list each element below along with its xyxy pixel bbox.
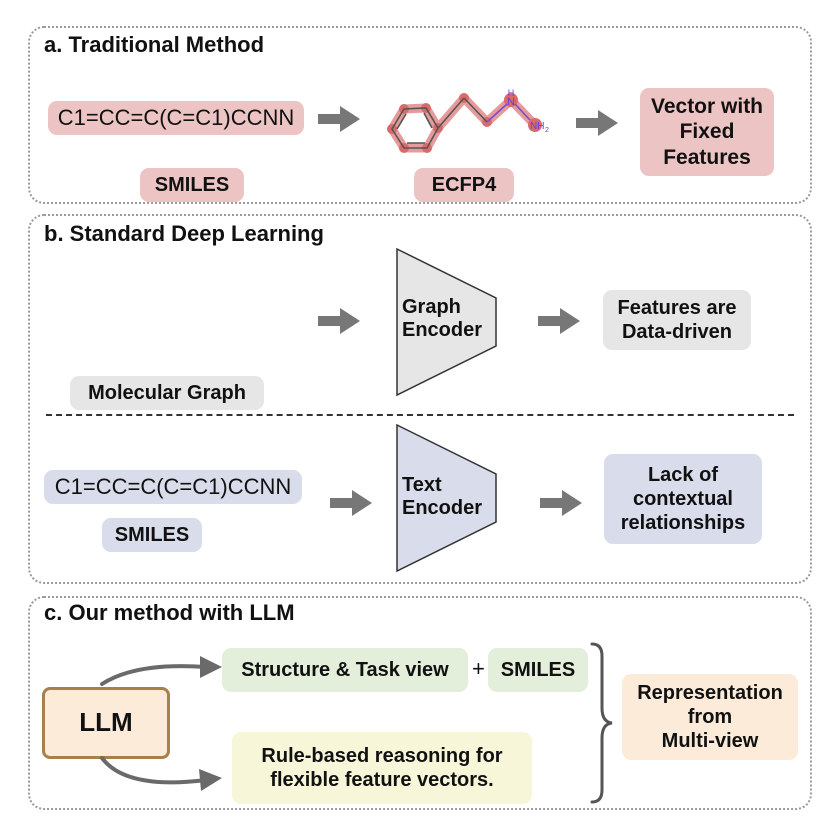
- data-driven-features-box: Features are Data-driven: [603, 290, 751, 350]
- representation-line-1: Representation: [637, 682, 783, 704]
- panel-c-title: c. Our method with LLM: [44, 600, 295, 625]
- ecfp4-molecule-icon: H N NH 2: [387, 88, 549, 153]
- llm-box: LLM: [42, 687, 170, 759]
- representation-line-3: Multi-view: [661, 730, 759, 752]
- graph-encoder-label: Graph Encoder: [402, 296, 482, 342]
- features-line-1: Features are: [617, 297, 737, 319]
- lack-line-2: contextual: [632, 488, 733, 510]
- arrow-smiles-to-text-encoder: [330, 490, 372, 516]
- rule-based-reasoning-box: Rule-based reasoning for flexible featur…: [232, 732, 532, 804]
- text-encoder-trapezoid: [396, 423, 497, 573]
- lack-line-1: Lack of: [647, 464, 718, 486]
- text-encoder-line-2: Encoder: [402, 497, 483, 519]
- fixed-vector-box: Vector with Fixed Features: [640, 88, 774, 176]
- panel-b-title: b. Standard Deep Learning: [44, 221, 324, 246]
- ecfp4-label: ECFP4: [414, 168, 514, 202]
- features-line-2: Data-driven: [621, 321, 733, 343]
- text-encoder-label: Text Encoder: [402, 474, 482, 520]
- smiles-string-box-b: C1=CC=C(C=C1)CCNN: [44, 470, 302, 504]
- graph-encoder-line-1: Graph: [402, 296, 461, 318]
- molecular-graph-label: Molecular Graph: [70, 376, 264, 410]
- arrow-text-encoder-to-output: [540, 490, 582, 516]
- arrow-ecfp-to-vector: [576, 110, 618, 136]
- vector-line-1: Vector with: [650, 95, 764, 119]
- curved-arrows-from-llm: [100, 656, 222, 791]
- atom-nh2: NH: [530, 121, 544, 132]
- plus-sign: +: [472, 656, 485, 681]
- smiles-label: SMILES: [140, 168, 244, 202]
- arrow-graph-to-encoder: [318, 308, 360, 334]
- smiles-label-c: SMILES: [488, 648, 588, 692]
- panel-standard-deep-learning: [28, 214, 812, 584]
- lack-line-3: relationships: [620, 512, 746, 534]
- rule-line-2: flexible feature vectors.: [270, 769, 494, 791]
- atom-nh2-subscript: 2: [545, 127, 549, 134]
- smiles-string-box: C1=CC=C(C=C1)CCNN: [48, 101, 304, 135]
- lack-context-box: Lack of contextual relationships: [604, 454, 762, 544]
- atom-nh: N: [507, 96, 515, 108]
- arrow-graph-encoder-to-features: [538, 308, 580, 334]
- vector-line-2: Fixed: [679, 120, 735, 144]
- panel-a-title: a. Traditional Method: [44, 32, 265, 57]
- arrow-smiles-to-ecfp: [318, 106, 360, 132]
- panel-traditional-method: [28, 26, 812, 204]
- smiles-label-b: SMILES: [102, 518, 202, 552]
- vector-line-3: Features: [663, 145, 751, 169]
- representation-line-2: from: [687, 706, 733, 728]
- atom-nh-h: H: [508, 88, 515, 98]
- multi-view-representation-box: Representation from Multi-view: [622, 674, 798, 760]
- divider-line: [46, 414, 794, 416]
- text-encoder-line-1: Text: [402, 474, 442, 496]
- rule-line-1: Rule-based reasoning for: [261, 745, 503, 767]
- curly-brace: [590, 642, 613, 804]
- graph-encoder-line-2: Encoder: [402, 319, 483, 341]
- graph-encoder-trapezoid: [396, 247, 497, 397]
- panel-our-method-llm: [28, 596, 812, 810]
- structure-task-view-box: Structure & Task view: [222, 648, 468, 692]
